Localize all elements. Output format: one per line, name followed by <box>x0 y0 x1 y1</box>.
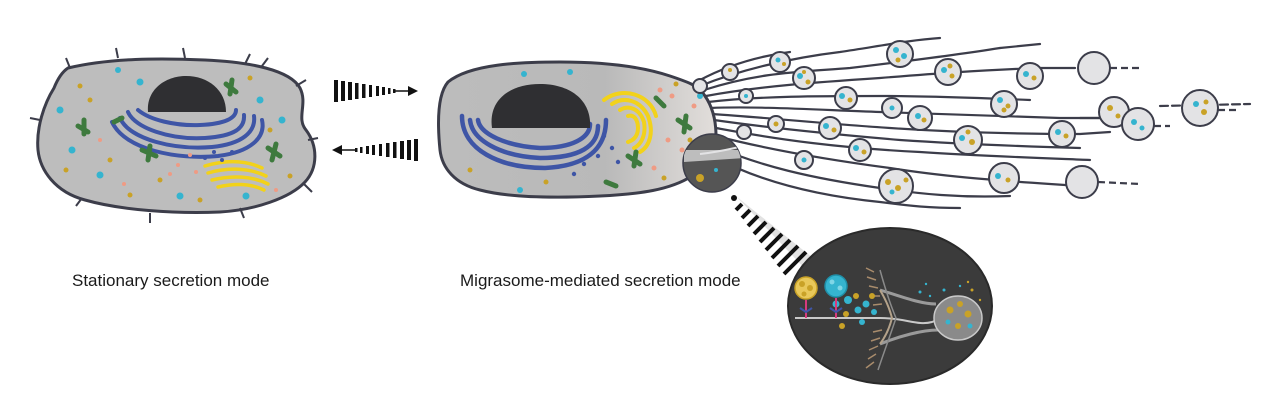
migrasome-mode-caption: Migrasome-mediated secretion mode <box>460 271 741 290</box>
stationary-mode-caption: Stationary secretion mode <box>72 271 270 290</box>
migrating-nucleus <box>491 84 591 128</box>
migrasome <box>736 124 752 140</box>
migrasome <box>769 51 791 73</box>
retraction-fibers <box>698 36 1252 210</box>
callout-arrow <box>731 195 818 276</box>
migrasome <box>886 40 914 68</box>
migrating-vesicles <box>467 69 703 193</box>
endoplasmic-reticulum <box>110 108 265 159</box>
migrasome-cargo <box>728 47 1209 195</box>
migrating-er <box>459 113 609 171</box>
stationary-vesicles <box>56 67 293 203</box>
migrasome <box>1181 89 1219 127</box>
migrating-golgi <box>602 91 658 154</box>
migrasome <box>1077 51 1111 85</box>
migrasome <box>988 162 1020 194</box>
stationary-nucleus <box>147 76 226 112</box>
zoom-region <box>682 133 742 193</box>
migrasomes <box>692 40 1219 204</box>
migrating-mitochondria <box>603 95 693 189</box>
golgi-apparatus <box>203 160 270 192</box>
arrow-to-migrasome <box>334 80 418 102</box>
migrasome <box>834 86 858 110</box>
stationary-cell <box>29 47 319 223</box>
migrasome <box>692 78 708 94</box>
migrasome <box>1016 62 1044 90</box>
arrow-to-stationary <box>332 139 418 161</box>
membrane-spikes <box>29 47 319 223</box>
migrasome <box>1048 120 1076 148</box>
migrating-cell <box>437 36 1252 210</box>
migrasome <box>1121 107 1155 141</box>
migrasome <box>990 90 1018 118</box>
migrasome <box>934 58 962 86</box>
migrasome <box>818 116 842 140</box>
migrasome <box>1065 165 1099 199</box>
migrasome <box>848 138 872 162</box>
inset-zoom-view <box>787 227 993 385</box>
mitochondria <box>75 77 283 163</box>
migrasome <box>953 125 983 155</box>
